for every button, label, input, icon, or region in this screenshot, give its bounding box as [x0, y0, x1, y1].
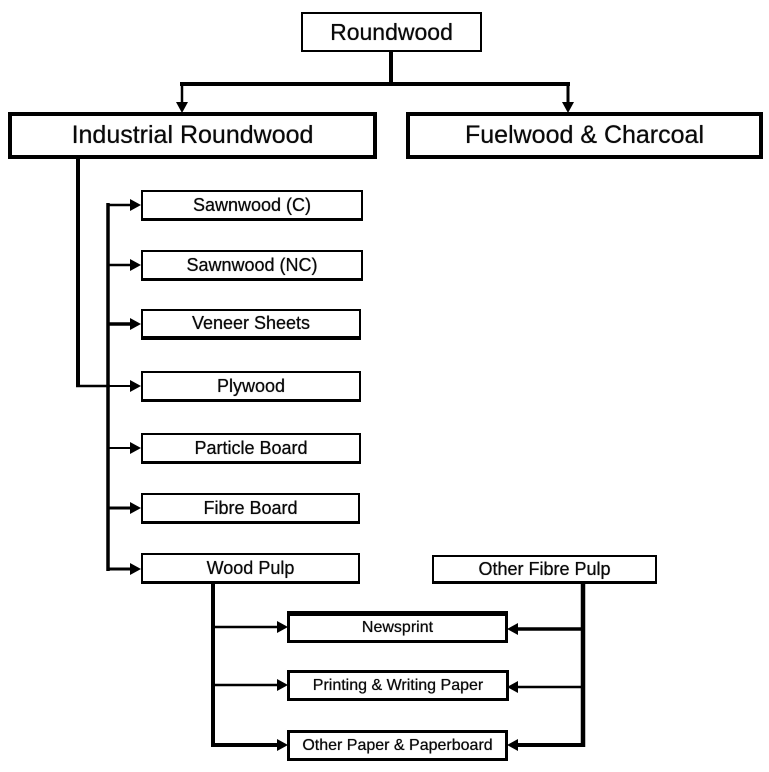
arrowhead — [130, 563, 141, 575]
arrowhead-into-fuelwood-charcoal — [562, 102, 574, 113]
edge-other-fibre-pulp-to-other-paper — [507, 739, 583, 751]
edge-to-sawnwood-nc — [108, 259, 141, 271]
edge-to-plywood — [108, 380, 141, 392]
node-sawnwood-c: Sawnwood (C) — [141, 190, 363, 221]
node-veneer-sheets: Veneer Sheets — [141, 309, 361, 340]
edge-wood-pulp-to-printing — [213, 679, 288, 691]
arrowhead — [130, 199, 141, 211]
edge-roundwood-split — [176, 52, 574, 113]
node-plywood: Plywood — [141, 371, 361, 402]
arrowhead — [277, 739, 288, 751]
arrowhead — [507, 739, 518, 751]
edge-to-fibre-board — [108, 502, 141, 514]
arrowhead — [277, 679, 288, 691]
node-fibre-board: Fibre Board — [141, 493, 360, 524]
node-industrial-roundwood: Industrial Roundwood — [8, 112, 377, 159]
arrowhead — [130, 318, 141, 330]
edge-to-particle-board — [108, 442, 141, 454]
node-roundwood: Roundwood — [301, 12, 482, 52]
edge-to-wood-pulp — [108, 563, 141, 575]
node-wood-pulp: Wood Pulp — [141, 553, 360, 584]
arrowhead — [130, 502, 141, 514]
node-newsprint: Newsprint — [287, 611, 508, 643]
arrowhead-into-industrial-roundwood — [176, 102, 188, 113]
arrowhead — [130, 259, 141, 271]
node-fuelwood-charcoal: Fuelwood & Charcoal — [406, 112, 763, 159]
arrowhead — [277, 621, 288, 633]
arrowhead — [130, 380, 141, 392]
edge-to-veneer-sheets — [108, 318, 141, 330]
edge-other-fibre-pulp-to-newsprint — [507, 623, 583, 635]
edge-to-sawnwood-c — [108, 199, 141, 211]
node-other-paper-paperboard: Other Paper & Paperboard — [287, 730, 508, 761]
node-printing-writing-paper: Printing & Writing Paper — [287, 670, 509, 701]
arrowhead — [507, 681, 518, 693]
edge-wood-pulp-to-other-paper — [211, 739, 288, 751]
arrowhead — [507, 623, 518, 635]
edge-industrial-roundwood-rail — [76, 158, 110, 571]
node-other-fibre-pulp: Other Fibre Pulp — [432, 555, 657, 584]
node-sawnwood-nc: Sawnwood (NC) — [141, 250, 363, 281]
node-particle-board: Particle Board — [141, 433, 361, 464]
arrowhead — [130, 442, 141, 454]
edge-other-fibre-pulp-to-printing — [507, 681, 583, 693]
edge-wood-pulp-to-newsprint — [213, 621, 288, 633]
